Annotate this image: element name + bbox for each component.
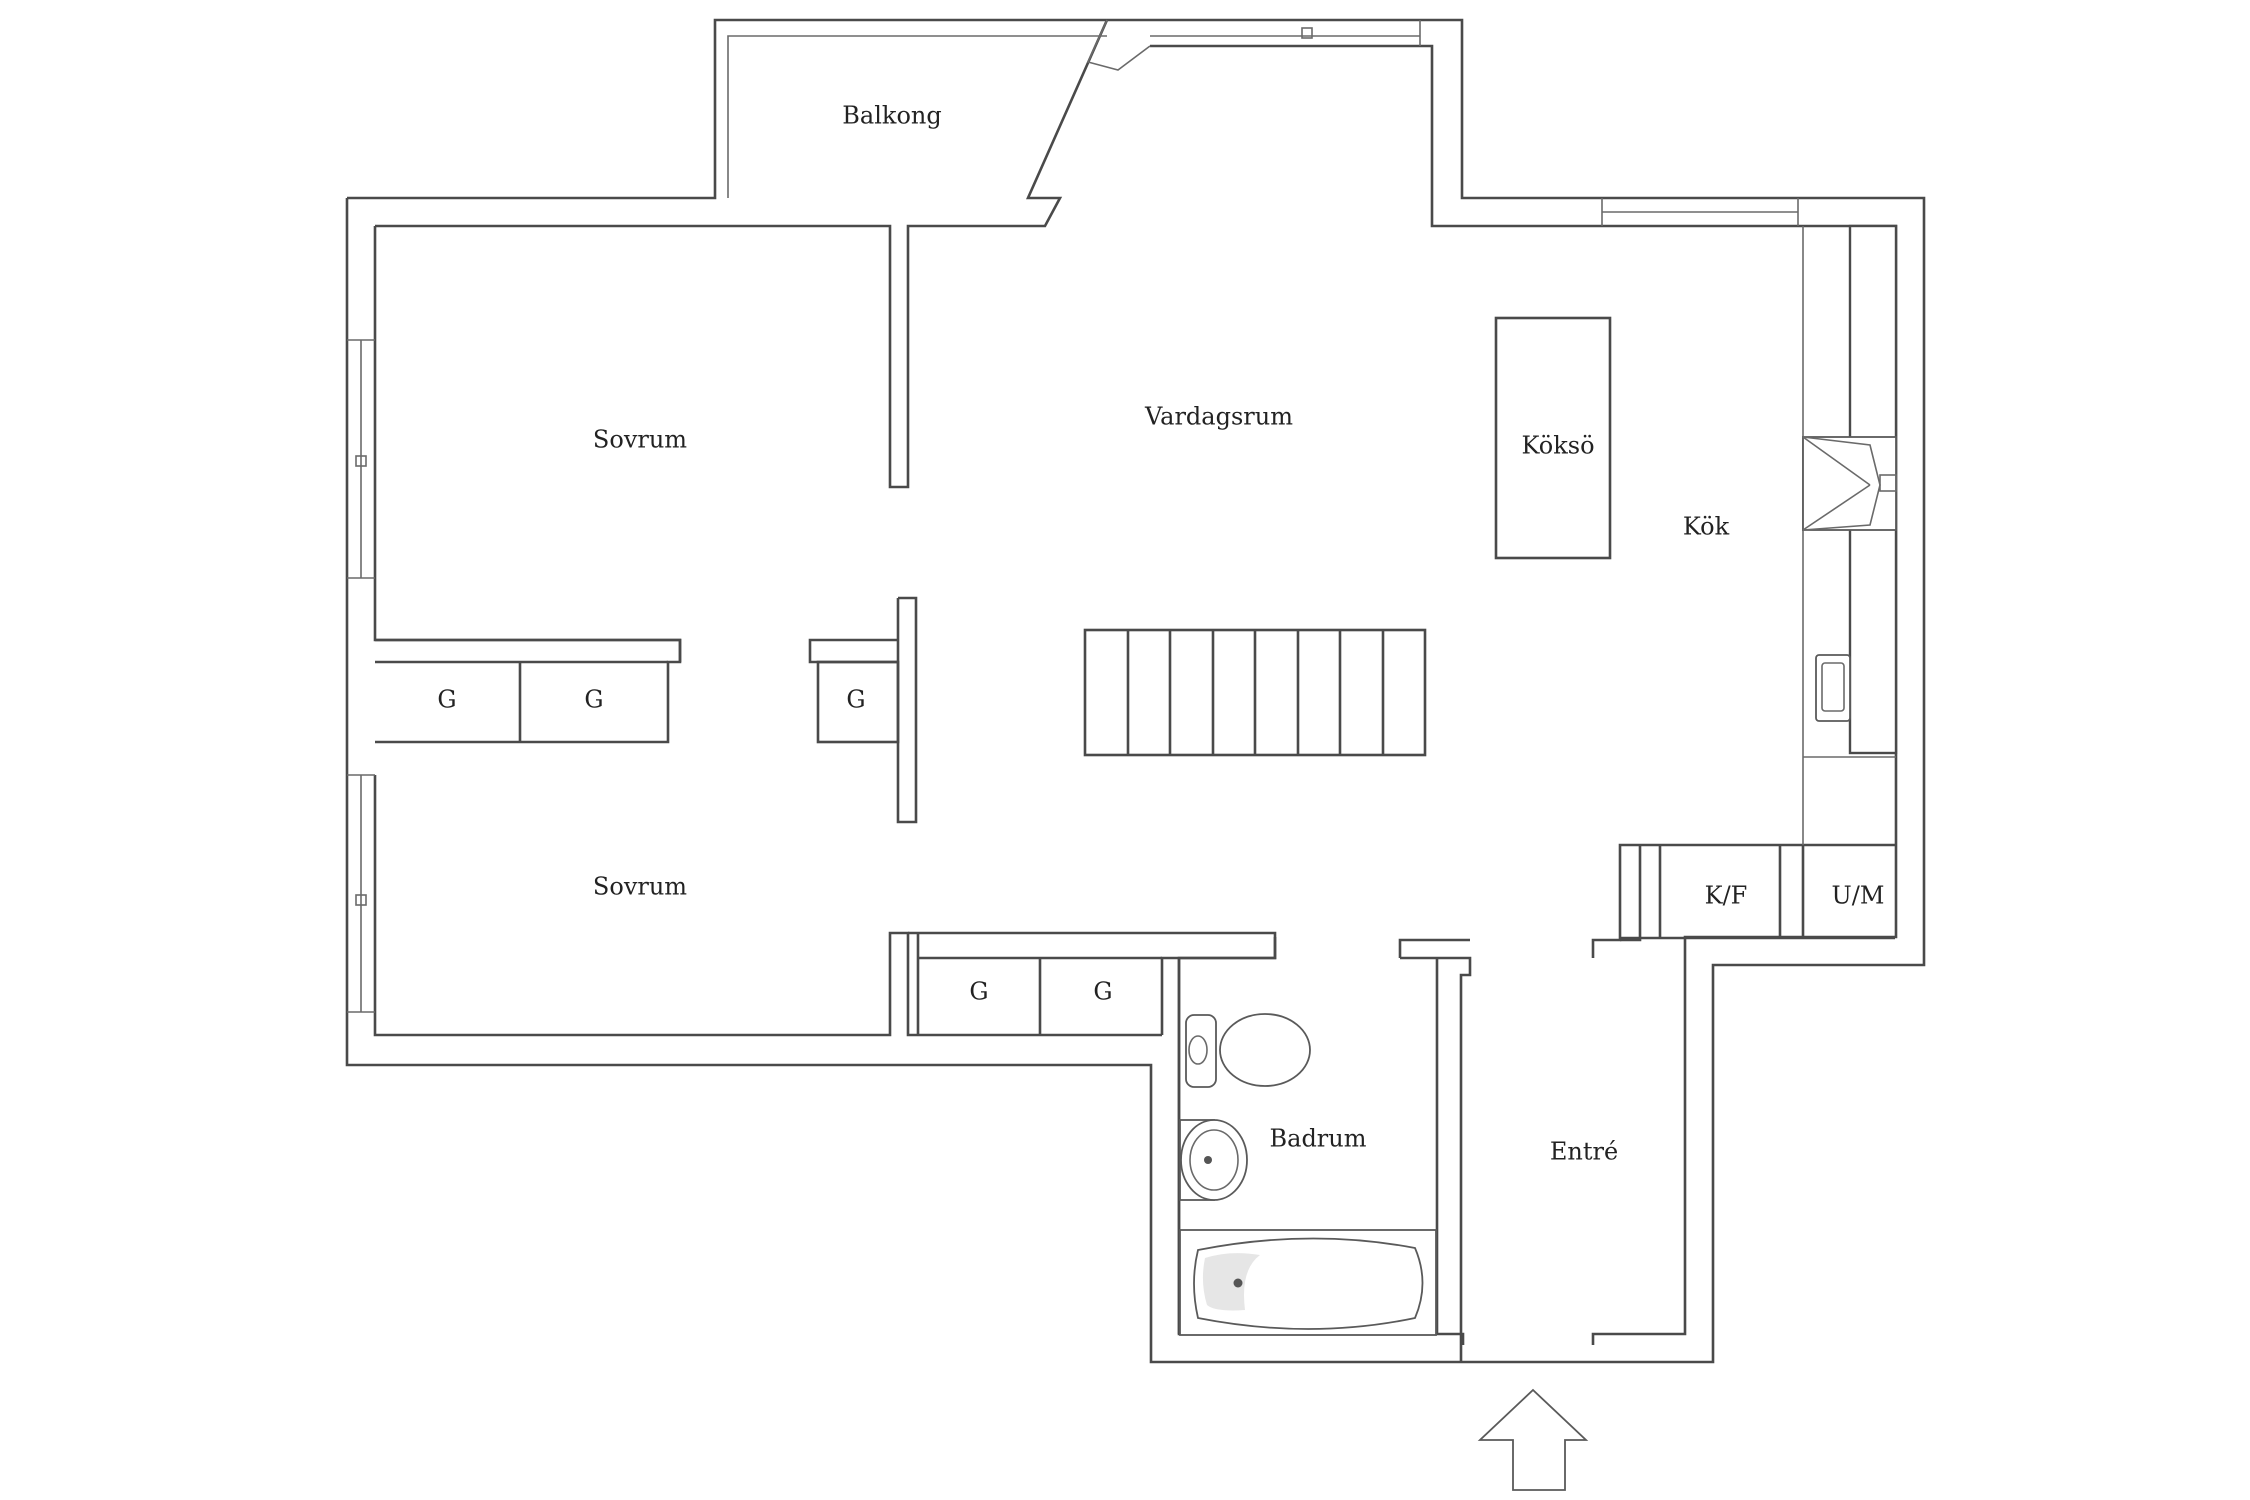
- label-wardrobe-1: G: [437, 686, 456, 714]
- kitchen-sink-icon: [1815, 654, 1851, 722]
- bottom-wardrobes: [908, 931, 1277, 1035]
- label-koksoe: Köksö: [1521, 432, 1594, 460]
- stove-icon: [1802, 436, 1897, 531]
- label-vardagsrum: Vardagsrum: [1144, 403, 1293, 431]
- staircase: [1083, 628, 1427, 757]
- kitchen-island: [1494, 316, 1612, 560]
- label-washer: U/M: [1832, 882, 1885, 910]
- toilet-icon: [1185, 1013, 1311, 1088]
- label-fridge-freezer: K/F: [1705, 882, 1748, 910]
- label-entre: Entré: [1550, 1138, 1618, 1166]
- label-sovrum-bottom: Sovrum: [593, 873, 687, 901]
- window-mark: [1301, 27, 1313, 39]
- label-wardrobe-2: G: [584, 686, 603, 714]
- label-sovrum-top: Sovrum: [593, 426, 687, 454]
- balcony-railing: [727, 35, 1107, 198]
- inner-wall: [375, 19, 1109, 489]
- bedroom-divider: [375, 638, 682, 744]
- label-wardrobe-3: G: [846, 686, 865, 714]
- entrance-arrow-icon: [1477, 1388, 1589, 1491]
- outer-wall: [345, 18, 1926, 1364]
- sink-icon: [1179, 1119, 1248, 1201]
- label-balkong: Balkong: [842, 102, 941, 130]
- label-wardrobe-5: G: [1093, 978, 1112, 1006]
- bathtub-icon: [1179, 1229, 1437, 1336]
- label-wardrobe-4: G: [969, 978, 988, 1006]
- label-badrum: Badrum: [1270, 1125, 1367, 1153]
- label-kok: Kök: [1683, 513, 1730, 541]
- central-wall: [896, 596, 918, 824]
